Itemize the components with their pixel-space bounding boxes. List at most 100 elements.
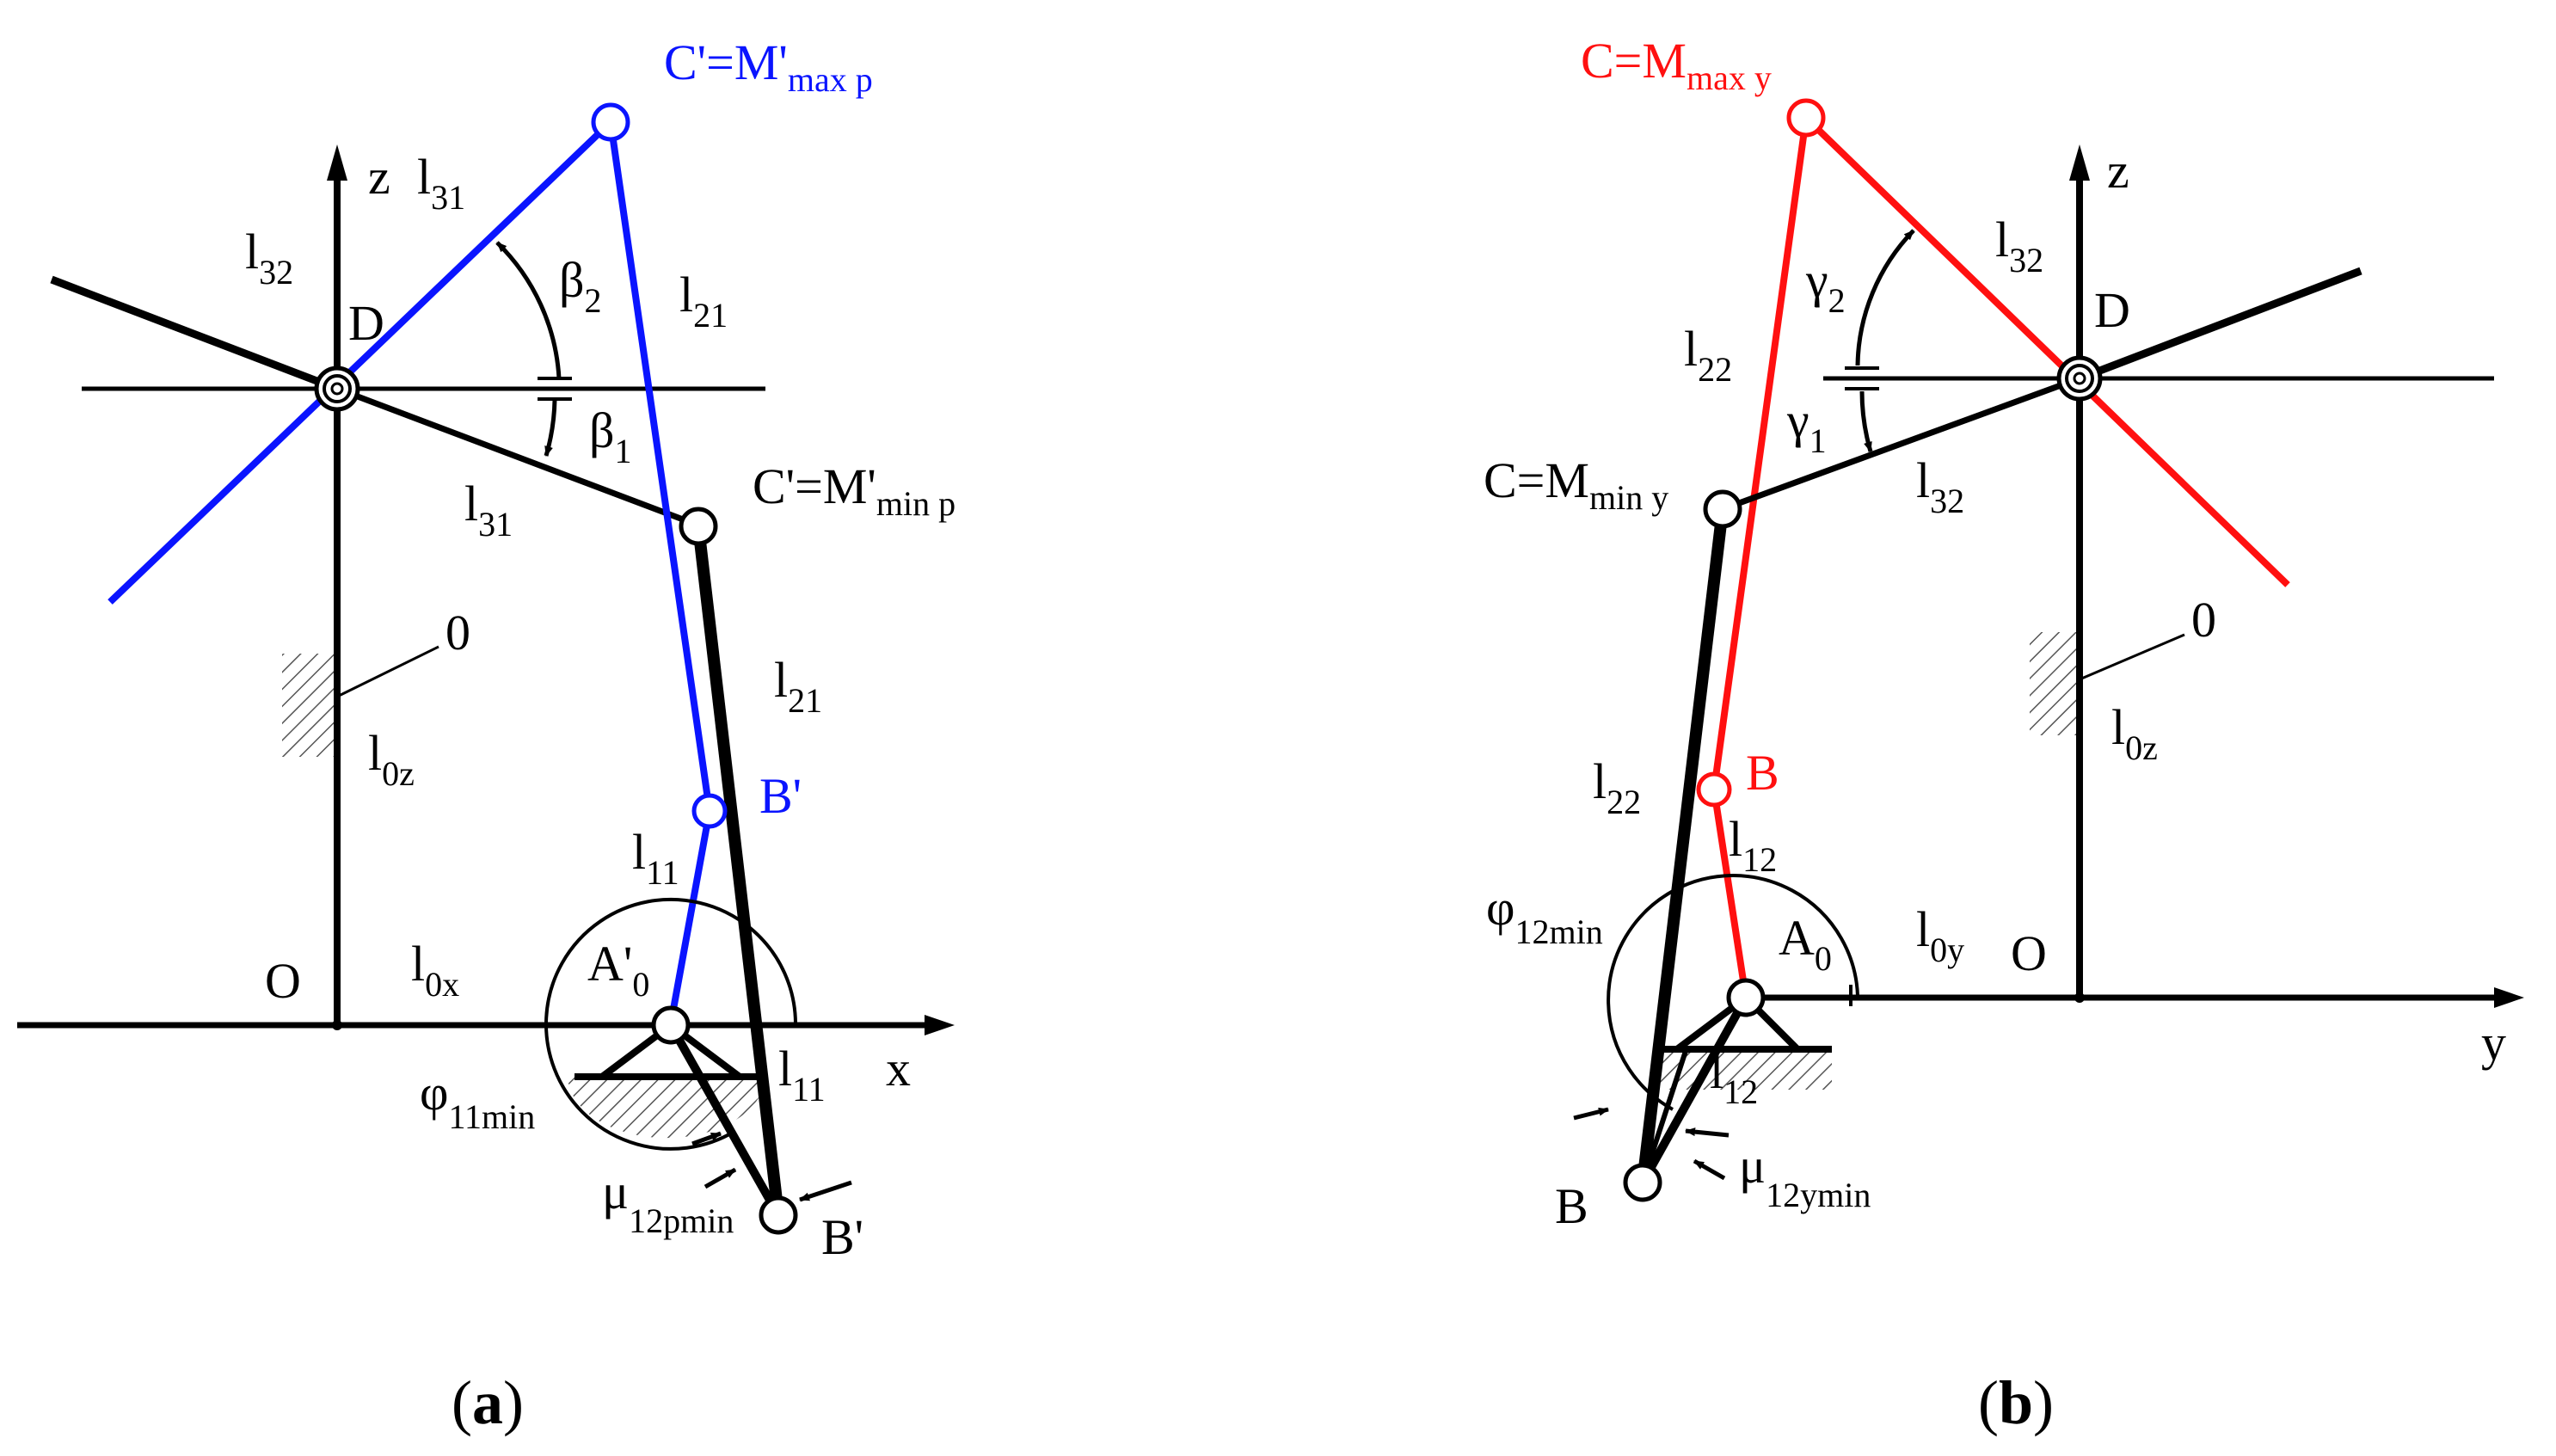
label-O-a: O: [265, 953, 301, 1009]
label-gamma2: γ2: [1805, 252, 1846, 320]
label-l32-top-b: l32: [1995, 212, 2043, 280]
panel-a: z l31 l32 D β2 l21 β1 C'=M'max p C'=M'mi…: [17, 34, 955, 1437]
label-A0-b: A0: [1779, 910, 1832, 978]
label-D-b: D: [2094, 282, 2130, 338]
link-red-C-to-D: [1803, 115, 2290, 587]
label-l0y: l0y: [1916, 901, 1964, 969]
label-x: x: [886, 1041, 911, 1097]
gamma2-angle-arc: [1855, 229, 1915, 366]
mu12-arrow-right: [799, 1180, 852, 1202]
ground-hatch-a-bottom: [568, 1075, 765, 1139]
label-l31-top: l31: [417, 149, 465, 217]
label-Cmax-b: C=Mmax y: [1581, 33, 1772, 97]
label-A0-a: A'0: [587, 936, 649, 1004]
label-l22-top: l22: [1684, 321, 1732, 389]
phi11-angle-arc: [544, 897, 797, 1151]
joint-Cmin-black-b: [1703, 489, 1742, 529]
label-mu12-a: μ12pmin: [602, 1164, 734, 1240]
link-l32-black-b: [1721, 375, 2081, 513]
label-D-a: D: [348, 295, 384, 351]
link-blue-l21: [607, 121, 713, 812]
caption-b: (b): [1978, 1368, 2054, 1437]
label-l0z-b: l0z: [2111, 699, 2158, 767]
link-red-l22: [1711, 117, 1809, 790]
ground-extra-link-a: [668, 1023, 781, 1217]
mu12y-arrow-right: [1685, 1127, 1730, 1138]
joint-Cmax-red: [1786, 98, 1826, 138]
joint-A0-a: [651, 1005, 691, 1045]
label-l32-a: l32: [245, 224, 293, 292]
caption-a: (a): [452, 1368, 524, 1437]
z-axis-b-arrowhead: [2069, 144, 2090, 181]
mu12y-arrow-lower: [1693, 1158, 1726, 1181]
origin-dot-b: [2074, 992, 2085, 1003]
gamma1-angle-arc: [1859, 390, 1873, 452]
panel-b: C=Mmax y z l32 γ2 D l22 γ1 l32 C=Mmin y …: [1484, 33, 2524, 1437]
label-O-b: O: [2011, 925, 2047, 981]
joint-A0-b: [1726, 978, 1766, 1017]
link-red-l12: [1711, 789, 1749, 998]
joint-D-a: [314, 366, 360, 412]
label-mu12-b: μ12ymin: [1739, 1138, 1871, 1214]
label-l11-low: l11: [778, 1041, 826, 1109]
label-B-red: B: [1746, 745, 1779, 801]
label-l22-low: l22: [1593, 753, 1641, 821]
beta2-angle-arc: [495, 241, 562, 379]
label-B-black-b: B: [1555, 1178, 1588, 1234]
z-axis-arrowhead: [327, 144, 347, 181]
label-phi12: φ12min: [1486, 880, 1603, 951]
label-beta1: β1: [589, 402, 632, 470]
link-black-upper-left-a: [50, 275, 339, 393]
label-zero-a: 0: [445, 605, 470, 660]
link-blue-D-to-C: [108, 120, 613, 605]
leader-zero-b: [2079, 633, 2185, 681]
joint-D-b: [2056, 355, 2103, 402]
link-black-upper-right-b: [2078, 267, 2362, 383]
label-l12-top: l12: [1729, 811, 1777, 879]
joint-Cmax-blue: [591, 102, 630, 142]
leader-zero-a: [336, 645, 439, 698]
label-gamma1: γ1: [1786, 392, 1827, 460]
label-z-b: z: [2107, 143, 2129, 199]
label-B-black-a: B': [821, 1209, 863, 1265]
origin-dot-a: [332, 1020, 342, 1030]
joint-B-blue: [691, 793, 728, 829]
ground-hatch-a-vertical: [282, 654, 334, 757]
label-z-a: z: [368, 149, 390, 205]
joint-B-black-b: [1623, 1163, 1662, 1202]
link-blue-l11: [667, 810, 713, 1024]
label-l21-mid: l21: [774, 652, 822, 720]
x-axis-arrowhead: [925, 1015, 955, 1035]
label-Cmax-a: C'=M'max p: [664, 34, 873, 99]
label-l11-mid: l11: [632, 824, 679, 892]
label-l12-low: l12: [1710, 1043, 1758, 1111]
link-black-l21: [692, 525, 784, 1216]
joint-B-red: [1696, 771, 1732, 808]
label-phi11: φ11min: [420, 1065, 535, 1136]
ground-extra-link-b: [1640, 1050, 1688, 1183]
label-l32-mid-b: l32: [1916, 452, 1964, 520]
label-Cmin-b: C=Mmin y: [1484, 452, 1668, 517]
label-Cmin-a: C'=M'min p: [753, 458, 955, 523]
y-axis-arrowhead: [2494, 987, 2524, 1008]
mu12-arrow-upper: [691, 1131, 722, 1146]
link-black-l12: [1638, 995, 1750, 1185]
mu12-arrow-left: [704, 1167, 737, 1189]
label-l0z-a: l0z: [368, 725, 415, 793]
mu12y-arrow-left: [1573, 1107, 1609, 1121]
label-beta2: β2: [559, 252, 602, 320]
label-B-blue-a: B': [759, 768, 802, 824]
link-l31-black: [335, 385, 698, 528]
label-l0x: l0x: [411, 936, 459, 1004]
label-y: y: [2481, 1015, 2506, 1071]
phi12-angle-arc: [1607, 874, 1859, 1111]
joint-Cmin-black: [679, 507, 718, 546]
label-zero-b: 0: [2191, 592, 2216, 648]
beta1-angle-arc: [544, 399, 557, 457]
label-l21-top: l21: [679, 267, 728, 335]
ground-hatch-b-vertical: [2030, 632, 2081, 735]
link-black-l22: [1637, 508, 1729, 1183]
label-l31-mid: l31: [464, 476, 513, 544]
joint-B-black-a: [759, 1195, 798, 1235]
